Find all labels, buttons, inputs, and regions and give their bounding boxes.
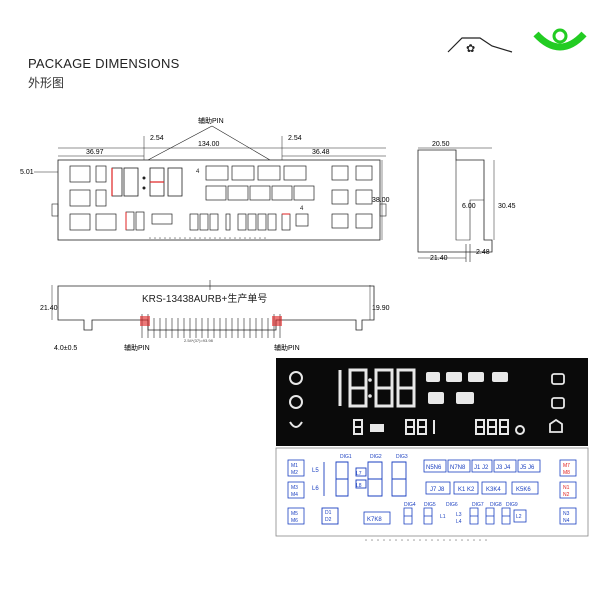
aux-pin-right: 辅助PIN [274, 343, 300, 352]
dim-left-pin: 2.54 [150, 135, 164, 142]
svg-text:L4: L4 [456, 519, 462, 525]
page-title: PACKAGE DIMENSIONS [28, 56, 180, 71]
side-dim-bottom: 21.40 [430, 255, 448, 262]
svg-text:N7N8: N7N8 [450, 465, 466, 471]
display-clock [338, 368, 416, 408]
svg-text:L1: L1 [440, 514, 446, 520]
svg-text:DIG8: DIG8 [490, 502, 502, 508]
svg-text:4: 4 [300, 206, 304, 212]
svg-text:L3: L3 [456, 512, 462, 518]
svg-text:K7K8: K7K8 [367, 517, 382, 523]
svg-text:L7: L7 [356, 471, 362, 477]
svg-text:L5: L5 [312, 468, 319, 474]
svg-text:M5: M5 [291, 511, 298, 517]
svg-text:L8: L8 [356, 483, 362, 489]
svg-text:DIG9: DIG9 [506, 502, 518, 508]
lcd-display [276, 358, 588, 446]
display-status-icons [426, 372, 508, 404]
side-view: 20.50 6.00 30.45 2.48 21.40 [417, 141, 516, 262]
svg-text:M4: M4 [291, 492, 298, 498]
svg-text:M7: M7 [563, 463, 570, 469]
display-icons-right [549, 373, 565, 433]
svg-text:DIG4: DIG4 [404, 502, 416, 508]
svg-text:N5N6: N5N6 [426, 465, 442, 471]
dim-right-offset: 36.48 [312, 149, 330, 156]
svg-text:DIG3: DIG3 [396, 454, 408, 460]
display-small-digits [353, 419, 525, 435]
bottom-dim-pin-len: 4.0±0.5 [54, 345, 77, 352]
svg-text:DIG7: DIG7 [472, 502, 484, 508]
svg-text:L6: L6 [312, 486, 319, 492]
svg-text:N1: N1 [563, 485, 570, 491]
logo-fragment: ✿ [447, 28, 587, 55]
svg-text:M1: M1 [291, 463, 298, 469]
svg-text:J5 J6: J5 J6 [520, 465, 535, 471]
aux-pin-left: 辅助PIN [124, 343, 150, 352]
svg-text:J7 J8: J7 J8 [430, 487, 445, 493]
dim-left-offset: 36.97 [86, 149, 104, 156]
pitch-label: 2.54*(37)=93.98 [184, 338, 214, 343]
svg-text:K5K6: K5K6 [516, 487, 531, 493]
side-dim-inner: 6.00 [462, 203, 476, 210]
svg-text:DIG6: DIG6 [446, 502, 458, 508]
dim-top-edge: 5.01 [20, 169, 34, 176]
svg-text:M2: M2 [291, 470, 298, 476]
svg-text:DIG5: DIG5 [424, 502, 436, 508]
svg-text:4: 4 [196, 169, 200, 175]
part-label: KRS-13438AURB+生产单号 [142, 292, 267, 305]
side-dim-top: 20.50 [432, 141, 450, 148]
svg-text:M3: M3 [291, 485, 298, 491]
dim-height: 38.00 [372, 197, 390, 204]
svg-text:J1 J2: J1 J2 [474, 465, 489, 471]
svg-text:DIG1: DIG1 [340, 454, 352, 460]
svg-text:✿: ✿ [466, 43, 475, 55]
bottom-dim-left-height: 21.40 [40, 305, 58, 312]
svg-text:L2: L2 [516, 514, 522, 520]
svg-text:M6: M6 [291, 518, 298, 524]
page-subtitle: 外形图 [28, 76, 65, 90]
svg-text:M8: M8 [563, 470, 570, 476]
display-icons-left [289, 371, 303, 428]
side-dim-pin: 2.48 [476, 249, 490, 256]
svg-text:N4: N4 [563, 518, 570, 524]
svg-text:N3: N3 [563, 511, 570, 517]
side-dim-height: 30.45 [498, 203, 516, 210]
bottom-dim-right-height: 19.90 [372, 305, 390, 312]
svg-text:N2: N2 [563, 492, 570, 498]
dim-right-pin: 2.54 [288, 135, 302, 142]
svg-text:D1: D1 [325, 510, 332, 516]
svg-text:D2: D2 [325, 517, 332, 523]
svg-text:K3K4: K3K4 [486, 487, 501, 493]
svg-text:DIG2: DIG2 [370, 454, 382, 460]
svg-text:J3 J4: J3 J4 [496, 465, 511, 471]
bottom-view: 21.40 19.90 KRS-13438AURB+生产单号 2.54*(37)… [40, 280, 390, 352]
front-view: 辅助PIN 134.00 2.54 2.54 36.97 36.48 5.01 … [20, 116, 390, 241]
dim-width: 134.00 [198, 141, 220, 148]
aux-pin-label: 辅助PIN [198, 116, 224, 125]
svg-text:K1 K2: K1 K2 [458, 487, 475, 493]
